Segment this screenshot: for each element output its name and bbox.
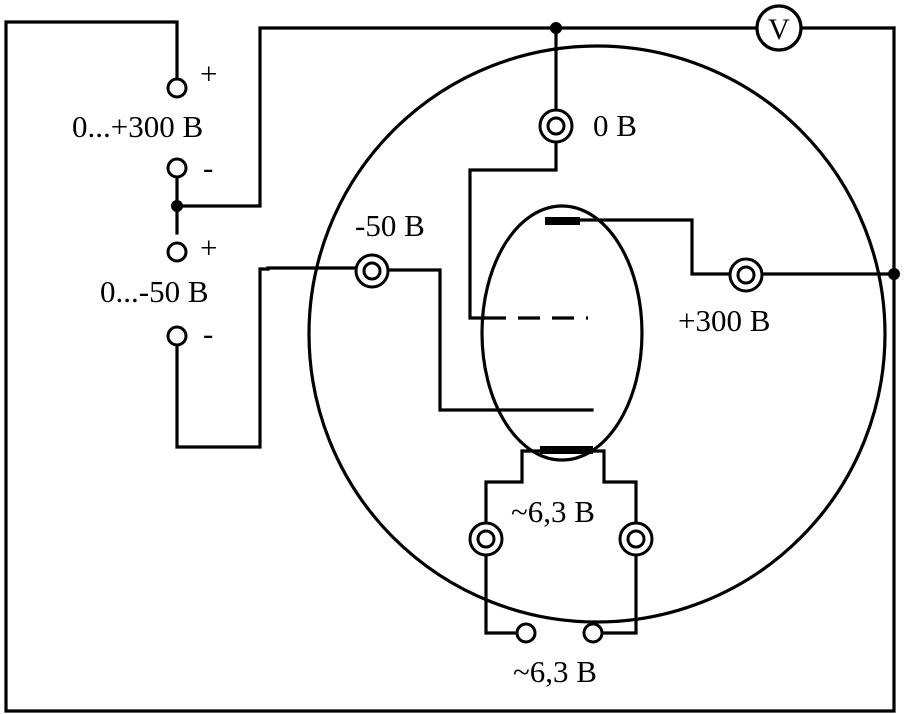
grid-supply-minus-socket[interactable] bbox=[166, 325, 188, 347]
grid-supply-minus-sign: - bbox=[203, 316, 213, 351]
grid-supply-range-label: 0...-50 В bbox=[100, 274, 209, 309]
grid-supply-wire bbox=[266, 266, 359, 271]
anode-supply-minus-sign: - bbox=[203, 150, 213, 185]
vacuum-tube-envelope bbox=[480, 204, 644, 462]
grid-terminal[interactable] bbox=[354, 253, 390, 289]
heater-supply-left-socket[interactable] bbox=[515, 622, 537, 644]
cathode-internal-wire bbox=[468, 139, 558, 320]
voltmeter-symbol: V bbox=[768, 13, 790, 46]
voltmeter[interactable]: V bbox=[755, 4, 803, 52]
cathode-terminal[interactable] bbox=[538, 108, 574, 144]
anode-supply-minus-socket[interactable] bbox=[166, 157, 188, 179]
top-wire bbox=[175, 26, 759, 208]
tube-anode-plate bbox=[545, 217, 580, 225]
heater-supply-wire-left bbox=[484, 553, 516, 635]
heater-supply-right-socket[interactable] bbox=[582, 622, 604, 644]
cathode-terminal-label: 0 В bbox=[593, 108, 637, 143]
heater-terminal-left[interactable] bbox=[468, 521, 504, 557]
anode-supply-plus-sign: + bbox=[200, 56, 217, 91]
anode-supply-plus-socket[interactable] bbox=[166, 77, 188, 99]
heater-terminal-right[interactable] bbox=[618, 521, 654, 557]
anode-terminal[interactable] bbox=[728, 257, 764, 293]
grid-supply-plus-sign: + bbox=[200, 230, 217, 265]
anode-internal-wire bbox=[576, 218, 732, 276]
grid-terminal-label: -50 В bbox=[355, 208, 425, 243]
voltmeter-circle bbox=[755, 4, 803, 52]
tube-heater-plate bbox=[540, 446, 593, 454]
heater-wire-left bbox=[484, 449, 547, 525]
heater-supply-wire-right bbox=[602, 553, 638, 635]
grid-supply-plus-socket[interactable] bbox=[166, 241, 188, 263]
anode-supply-range-label: 0...+300 В bbox=[72, 109, 203, 144]
lamp-panel-circle bbox=[307, 44, 887, 624]
grid-supply-wire-lower bbox=[175, 267, 270, 449]
grid-internal-wire bbox=[385, 268, 594, 412]
heater-supply-label: ~6,3 В bbox=[513, 654, 597, 689]
anode-terminal-label: +300 В bbox=[678, 303, 770, 338]
heater-terminals-label: ~6,3 В bbox=[511, 494, 595, 529]
outer-frame-wire bbox=[4, 20, 896, 713]
heater-wire-right bbox=[588, 449, 638, 525]
